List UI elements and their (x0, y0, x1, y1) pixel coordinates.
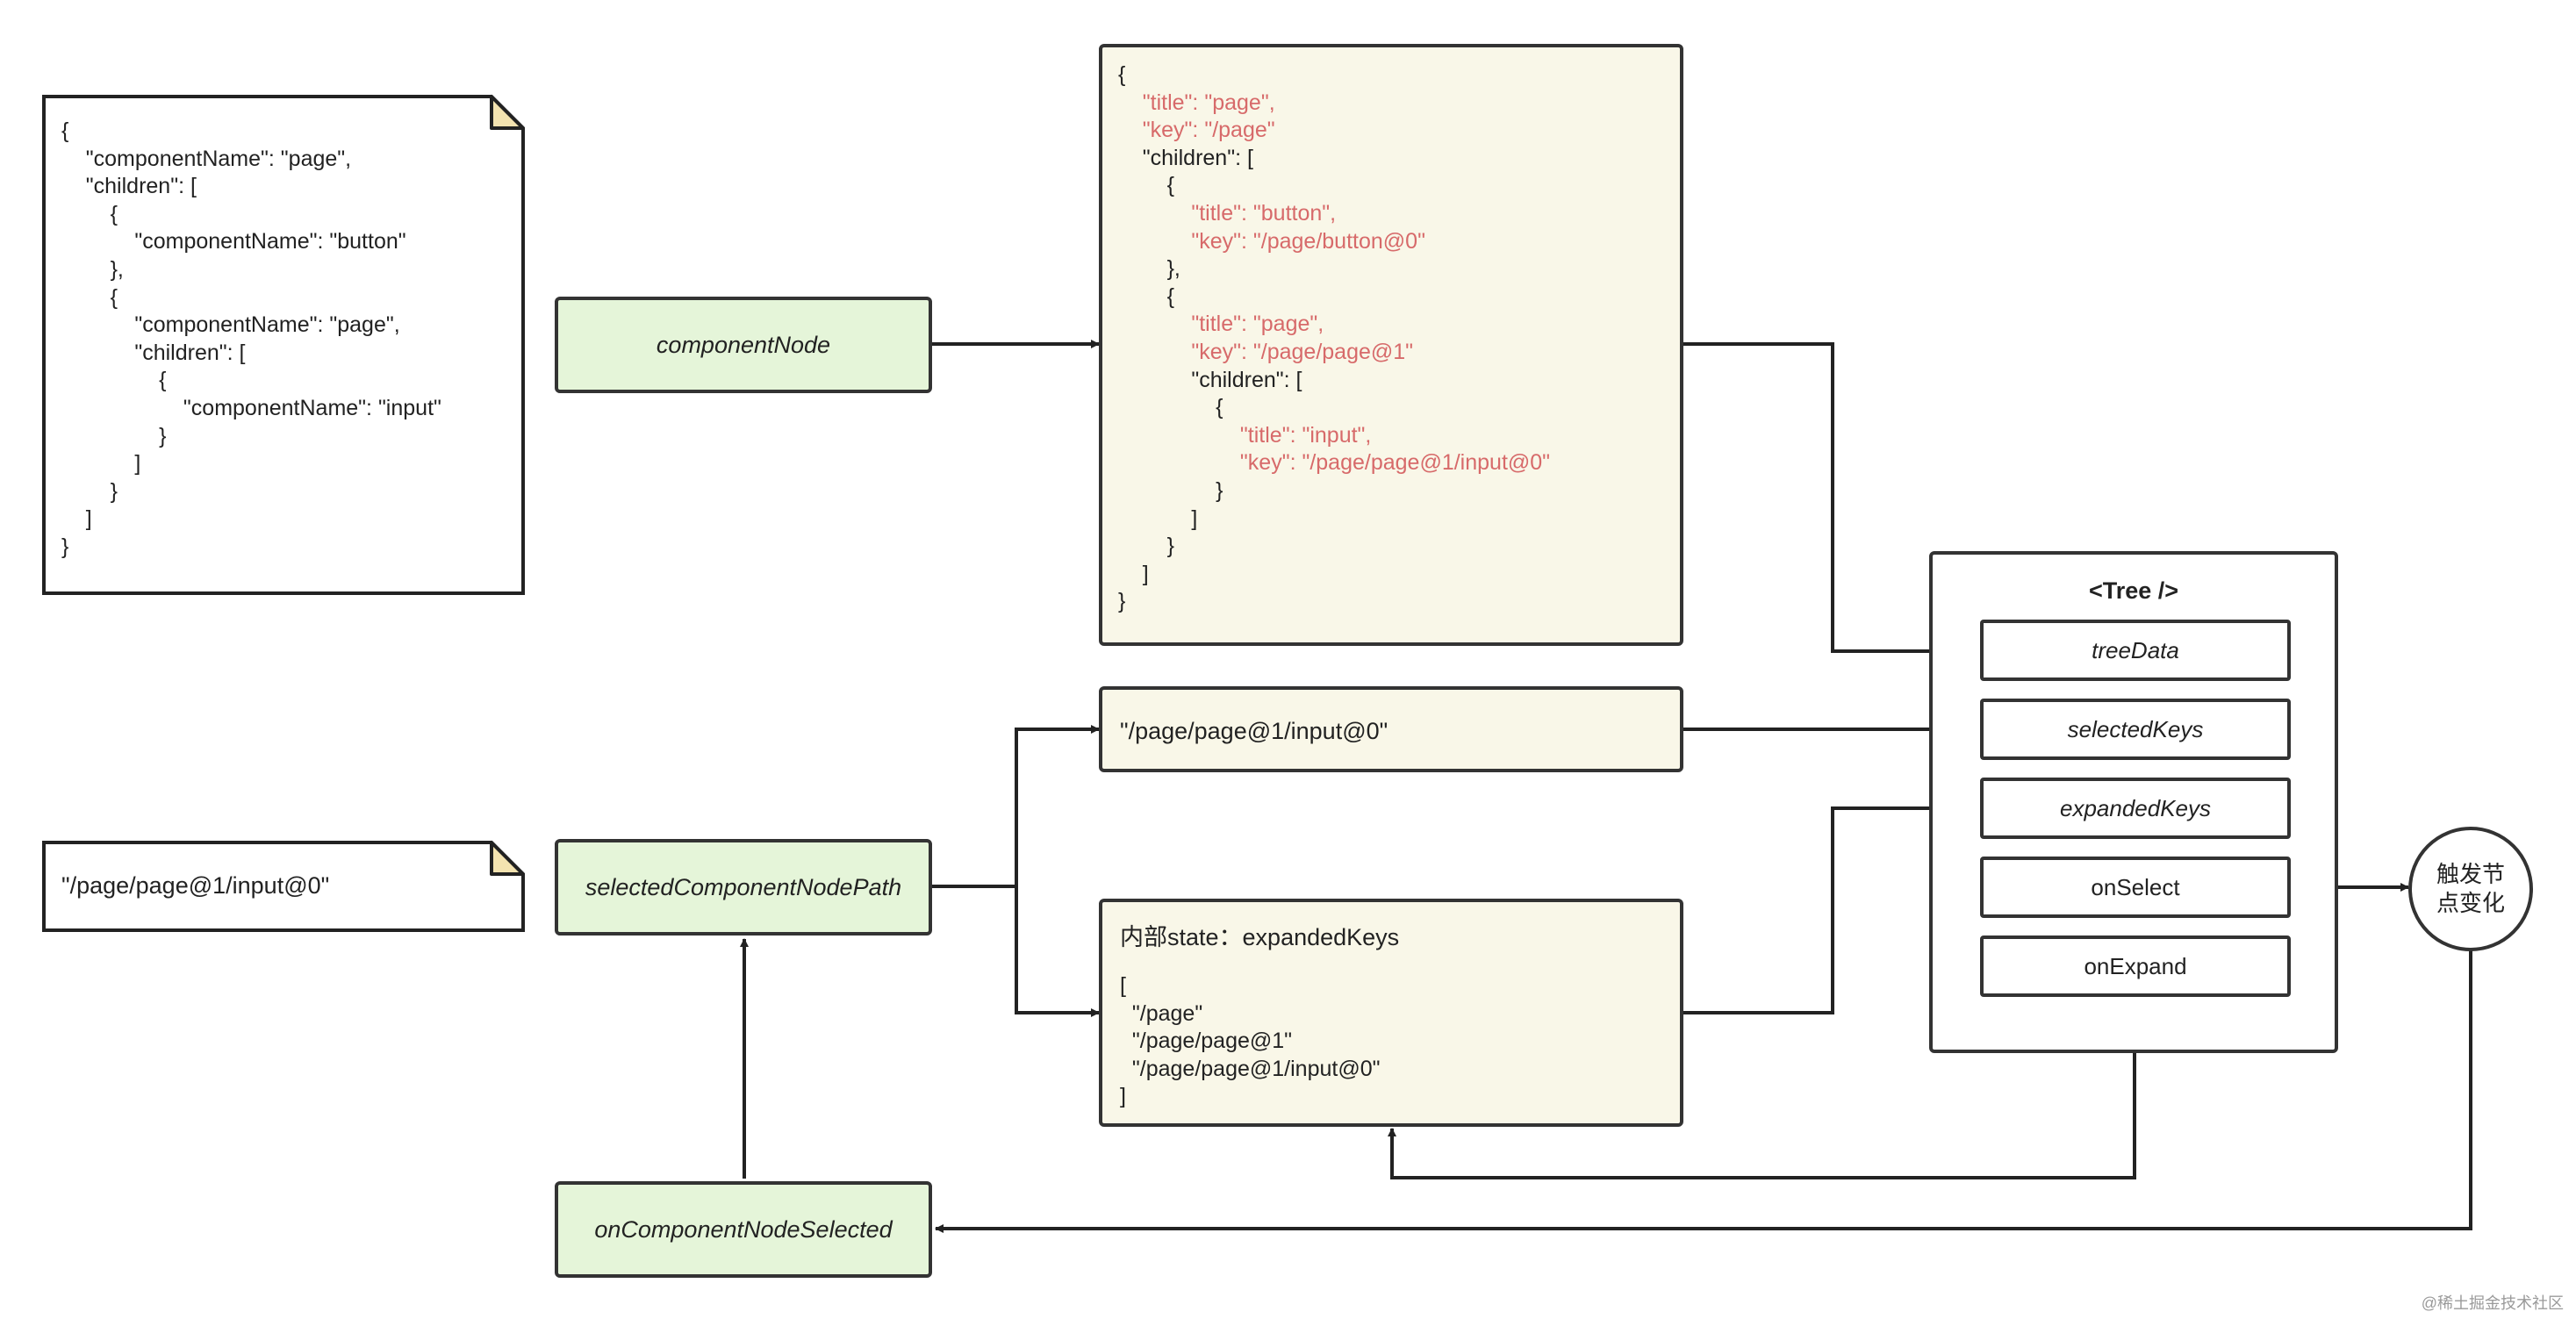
component-json-note-outline (42, 95, 525, 595)
component-json-line: } (61, 534, 69, 559)
state-key-line: "/page" (1131, 1000, 1203, 1026)
tree-data-line: { (1118, 395, 1223, 420)
selected-key-box: "/page/page@1/input@0" (1099, 686, 1683, 772)
tree-data-line: { (1118, 283, 1174, 309)
arrow-treedata-box-to-treeData-prop (1683, 342, 1981, 656)
tree-prop-expandedKeys[interactable]: expandedKeys (1980, 778, 2291, 839)
component-json-line: { (110, 201, 118, 226)
state-key-line: [ (1120, 973, 1126, 998)
tree-data-line: { (1118, 173, 1174, 198)
tree-prop-selectedKeys[interactable]: selectedKeys (1980, 699, 2291, 760)
state-box-keys: [ "/page" "/page/page@1" "/page/page@1/i… (1120, 972, 1380, 1111)
watermark: @稀土掘金技术社区 (2421, 1294, 2564, 1312)
selectedComponentNodePath-node[interactable]: selectedComponentNodePath (555, 839, 932, 935)
component-json-line: { (159, 368, 167, 393)
state-box-header: 内部state：expandedKeys (1120, 924, 1400, 950)
tree-event-onExpand[interactable]: onExpand (1980, 935, 2291, 997)
state-key-line: ] (1120, 1084, 1126, 1109)
tree-data-box: { "title": "page", "key": "/page" "child… (1099, 44, 1683, 646)
component-json-line: } (110, 478, 118, 504)
tree-data-line: }, (1118, 256, 1180, 282)
tree-data-key-line: "key": "/page" (1118, 118, 1275, 143)
component-json-text: { "componentName": "page", "children": [… (61, 118, 441, 562)
path-note: "/page/page@1/input@0" (46, 844, 521, 928)
component-json-line: }, (110, 256, 124, 282)
component-json-line: ] (85, 506, 92, 532)
tree-data-line: ] (1118, 505, 1198, 531)
component-json-line: "componentName": "page", (134, 312, 400, 338)
tree-data-line: } (1118, 534, 1174, 559)
state-key-line: "/page/page@1" (1131, 1029, 1293, 1054)
component-json-line: { (110, 284, 118, 310)
arrow-path-to-selected-key-box (930, 725, 1100, 888)
component-json-line: "componentName": "page", (85, 146, 352, 171)
state-key-line: "/page/page@1/input@0" (1131, 1056, 1381, 1081)
tree-data-line: "children": [ (1118, 367, 1302, 392)
tree-prop-treeData[interactable]: treeData (1980, 620, 2291, 681)
tree-data-line: } (1118, 589, 1126, 614)
tree-data-key-line: "key": "/page/button@0" (1118, 228, 1425, 254)
component-json-line: { (61, 118, 69, 143)
arrow-trigger-to-onComponentNodeSelected (935, 948, 2472, 1233)
component-json-line: "componentName": "button" (134, 229, 406, 254)
component-json-note: { "componentName": "page", "children": [… (46, 98, 521, 591)
tree-data-key-line: "title": "button", (1118, 200, 1337, 226)
tree-data-line: "children": [ (1118, 145, 1253, 170)
componentNode-node[interactable]: componentNode (555, 297, 932, 393)
tree-data-line: ] (1118, 561, 1149, 586)
tree-data-key-line: "key": "/page/page@1" (1118, 339, 1414, 364)
component-json-line: } (159, 423, 167, 448)
tree-data-line: { (1118, 62, 1126, 87)
arrow-onExpand-to-state-box (1388, 997, 2136, 1179)
tree-component-title: <Tree /> (2088, 577, 2179, 604)
selected-key-text: "/page/page@1/input@0" (1120, 718, 1388, 744)
component-json-line: "componentName": "input" (183, 395, 441, 420)
arrow-path-to-state-box (1015, 886, 1100, 1017)
tree-data-line: } (1118, 477, 1223, 503)
tree-data-key-line: "title": "input", (1118, 422, 1372, 448)
onComponentNodeSelected-node[interactable]: onComponentNodeSelected (555, 1181, 932, 1278)
tree-event-onSelect[interactable]: onSelect (1980, 857, 2291, 918)
node-change-trigger: 触发节 点变化 (2408, 827, 2533, 951)
tree-data-key-line: "title": "page", (1118, 312, 1324, 337)
path-note-text: "/page/page@1/input@0" (61, 872, 330, 899)
tree-data-key-line: "title": "page", (1118, 90, 1275, 115)
tree-data-text: { "title": "page", "key": "/page" "child… (1118, 61, 1550, 616)
component-json-line: "children": [ (134, 340, 246, 365)
component-json-line: ] (134, 451, 141, 477)
component-json-line: "children": [ (85, 174, 197, 199)
tree-data-key-line: "key": "/page/page@1/input@0" (1118, 450, 1551, 476)
arrow-state-box-to-expandedKeys-prop (1683, 804, 1981, 1014)
path-note-outline (42, 841, 525, 932)
state-box: 内部state：expandedKeys [ "/page" "/page/pa… (1099, 899, 1683, 1127)
